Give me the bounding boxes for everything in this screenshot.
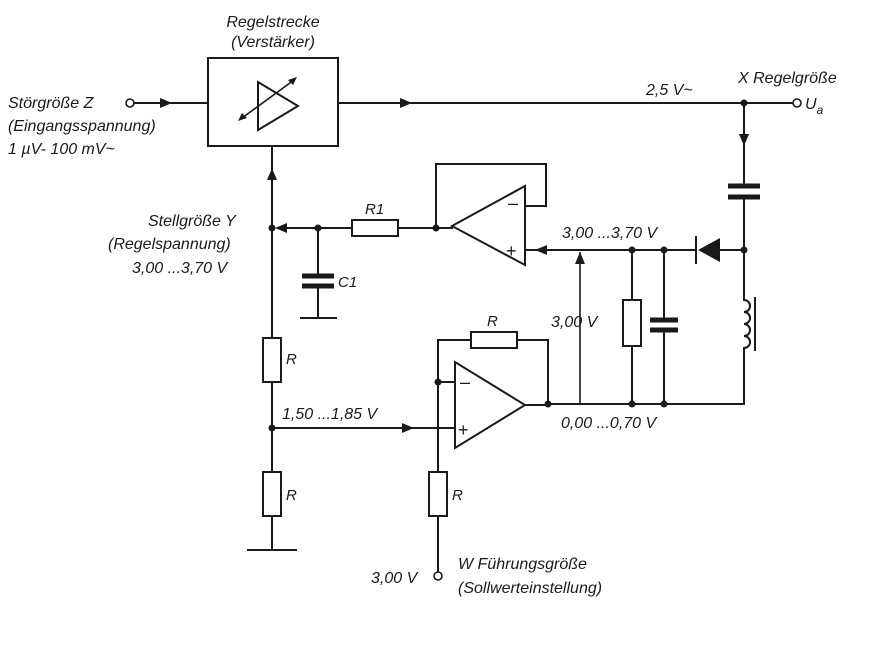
- differential-minus-junction: [434, 378, 442, 386]
- control-junction: [268, 224, 276, 232]
- offset-measure-arrow: [575, 252, 585, 264]
- reference-resistor: [428, 471, 448, 517]
- amplifier-symbol: [238, 77, 300, 132]
- input-terminal: [125, 98, 135, 108]
- inductor-symbol: [742, 298, 751, 350]
- load-resistor: [622, 299, 642, 347]
- feedback-resistor: [470, 331, 518, 349]
- output-arrow: [400, 98, 412, 108]
- plant-subtitle: (Verstärker): [231, 34, 315, 51]
- reference-name: W Führungsgröße: [458, 556, 587, 573]
- control-up-arrow: [267, 168, 277, 180]
- divider-tap-arrow: [402, 423, 414, 433]
- opamp-follower: [449, 184, 526, 267]
- error-range: 0,00 ...0,70 V: [561, 415, 658, 432]
- follower-plus-sign: +: [506, 241, 517, 261]
- divider-range: 1,50 ...1,85 V: [282, 406, 379, 423]
- rectified-arrow: [535, 245, 547, 255]
- manipulated-desc: (Regelspannung): [108, 236, 231, 253]
- opamp-differential: [454, 360, 527, 450]
- r1-label: R1: [365, 201, 384, 218]
- divider-resistor-top: [262, 337, 282, 383]
- divider-top-label: R: [286, 351, 297, 368]
- c1-label: C1: [338, 274, 357, 291]
- load-junction-bottom-2: [660, 400, 668, 408]
- detector-arrow: [739, 134, 749, 146]
- load-junction-bottom-1: [628, 400, 636, 408]
- offset-voltage: 3,00 V: [551, 314, 599, 331]
- plant-title: Regelstrecke: [226, 14, 319, 31]
- resistor-r1: [351, 219, 399, 237]
- differential-minus-sign: –: [460, 372, 470, 392]
- input-arrow: [160, 98, 172, 108]
- control-arrow: [275, 223, 287, 233]
- rectified-range: 3,00 ...3,70 V: [562, 225, 659, 242]
- follower-minus-sign: –: [508, 193, 518, 213]
- disturbance-desc: (Eingangsspannung): [8, 118, 156, 135]
- disturbance-name: Störgröße Z: [8, 95, 95, 112]
- diode-symbol: [698, 238, 720, 262]
- disturbance-range: 1 µV- 100 mV~: [8, 141, 115, 158]
- controlled-variable: X Regelgröße: [737, 70, 837, 87]
- manipulated-range: 3,00 ...3,70 V: [132, 260, 229, 277]
- reference-resistor-label: R: [452, 487, 463, 504]
- divider-bottom-label: R: [286, 487, 297, 504]
- differential-plus-sign: +: [458, 420, 469, 440]
- output-voltage: 2,5 V~: [645, 82, 693, 99]
- feedback-resistor-label: R: [487, 313, 498, 330]
- reference-voltage: 3,00 V: [371, 570, 419, 587]
- reference-desc: (Sollwerteinstellung): [458, 580, 602, 597]
- output-symbol: Ua: [805, 96, 824, 117]
- reference-terminal: [433, 571, 443, 581]
- output-terminal: [792, 98, 802, 108]
- manipulated-name: Stellgröße Y: [148, 213, 237, 230]
- divider-resistor-bottom: [262, 471, 282, 517]
